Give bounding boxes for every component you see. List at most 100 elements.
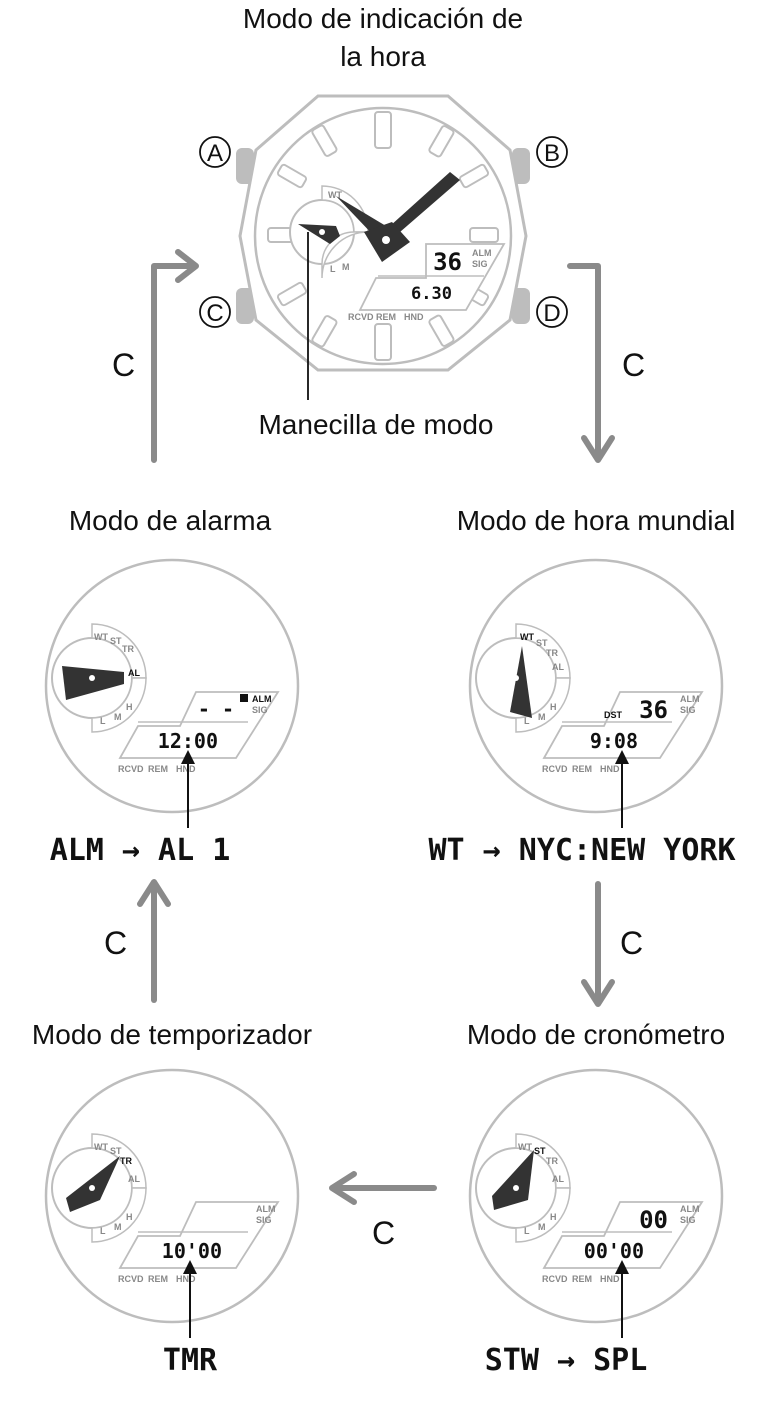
world-lcd-bottom: 9:08 [590,729,638,753]
stopwatch-tag-sig: SIG [680,1215,696,1225]
stopwatch-dial-st: ST [534,1146,546,1156]
world-dial-st: ST [536,638,548,648]
button-a-label: A [207,140,223,167]
alarm-mode-title: Modo de alarma [69,505,272,536]
stopwatch-lcd-bottom: 00'00 [584,1239,644,1263]
main-tag-sig: SIG [472,259,488,269]
world-tag-rem: REM [572,764,592,774]
timer-tag-hnd: HND [176,1274,196,1284]
button-a-knob[interactable] [236,148,254,184]
minute-hand [390,172,460,232]
main-tag-hnd: HND [404,312,424,322]
stopwatch-dial-al: AL [552,1174,564,1184]
timer-dial-st: ST [110,1146,122,1156]
alarm-dial-l: L [100,716,106,726]
timer-tag-rcvd: RCVD [118,1274,144,1284]
flow-arrows [137,249,615,1205]
main-watch: WT L M 36 6.30 ALM SIG RCVD REM HND A B … [199,94,568,440]
stopwatch-dial-tr: TR [546,1156,558,1166]
c-label-left-top: C [112,347,135,383]
stopwatch-dial-l: L [524,1226,530,1236]
world-dial-al: AL [552,662,564,672]
hour-hand [336,196,386,238]
c-label-right-top: C [622,347,645,383]
button-b-knob[interactable] [512,148,530,184]
stopwatch-dial-m: M [538,1222,546,1232]
button-c-knob[interactable] [236,288,254,324]
world-dial-wt: WT [520,632,534,642]
main-tag-alm: ALM [472,248,492,258]
alarm-watch: WT ST TR AL L M H ALM SIG - - 12:00 RCVD… [44,558,300,828]
stopwatch-dial-wt: WT [518,1142,532,1152]
alarm-tag-rem: REM [148,764,168,774]
main-tag-rcvd: RCVD [348,312,374,322]
stopwatch-lcd-top: 00 [639,1206,668,1234]
world-dial-h: H [550,702,557,712]
timer-dial-al: AL [128,1174,140,1184]
timer-dial-wt: WT [94,1142,108,1152]
stopwatch-watch: WT ST TR AL L M H 00 00'00 ALM SIG RCVD … [468,1068,724,1338]
stopwatch-dial-h: H [550,1212,557,1222]
main-lcd-bottom: 6.30 [411,284,452,304]
main-mode-hand [298,224,340,244]
button-d-knob[interactable] [512,288,530,324]
world-tag-hnd: HND [600,764,620,774]
alarm-tag-alm: ALM [252,694,272,704]
stopwatch-tag-rem: REM [572,1274,592,1284]
timer-watch: WT ST TR AL L M H ALM SIG 10'00 RCVD REM… [44,1068,300,1338]
alarm-mode-hand [62,666,124,700]
world-dial-m: M [538,712,546,722]
world-dial-tr: TR [546,648,558,658]
main-lcd [358,243,506,311]
alarm-lcd-top: - - [198,697,234,721]
stopwatch-mode-title: Modo de cronómetro [467,1019,725,1050]
button-b-label: B [544,140,560,167]
world-tag-alm: ALM [680,694,700,704]
c-label-bottom: C [372,1215,395,1251]
arrow-alarm-to-time [151,263,197,463]
alarm-dial-st: ST [110,636,122,646]
timer-mode-title: Modo de temporizador [32,1019,312,1050]
alarm-code: ALM → AL 1 [50,833,231,868]
alarm-dial-m: M [114,712,122,722]
world-mode-hand [510,646,532,718]
alarm-tag-hnd: HND [176,764,196,774]
alarm-dial-al: AL [128,668,140,678]
world-watch: WT ST TR AL L M H DST 36 9:08 ALM SIG RC… [468,558,724,828]
timer-dial-l: L [100,1226,106,1236]
timer-tag-sig: SIG [256,1215,272,1225]
stopwatch-mode-hand [492,1150,534,1210]
timer-tag-rem: REM [148,1274,168,1284]
main-dial-l: L [330,264,336,274]
button-d-label: D [543,300,560,327]
alarm-tag-rcvd: RCVD [118,764,144,774]
mode-hand-label: Manecilla de modo [258,409,493,440]
world-code: WT → NYC:NEW YORK [428,833,735,868]
stopwatch-tag-alm: ALM [680,1204,700,1214]
arrow-time-to-world [567,263,601,461]
title-line-1: Modo de indicación de [243,3,523,34]
c-label-right-mid: C [620,925,643,961]
world-lcd-top: 36 [639,696,668,724]
c-label-left-mid: C [104,925,127,961]
timer-code: TMR [163,1343,218,1378]
timer-tag-alm: ALM [256,1204,276,1214]
main-lcd-top: 36 [433,248,462,276]
stopwatch-code: STW → SPL [485,1343,648,1378]
timer-lcd-bottom: 10'00 [162,1239,222,1263]
stopwatch-tag-rcvd: RCVD [542,1274,568,1284]
world-dial-l: L [524,716,530,726]
alarm-tag-sig: SIG [252,705,268,715]
timer-dial-tr: TR [120,1156,132,1166]
alarm-dial-wt: WT [94,632,108,642]
timer-dial-m: M [114,1222,122,1232]
alarm-dial-tr: TR [122,644,134,654]
button-c-label: C [206,300,223,327]
world-mode-title: Modo de hora mundial [457,505,736,536]
timer-mode-hand [66,1156,120,1212]
alarm-dial-h: H [126,702,133,712]
world-tag-sig: SIG [680,705,696,715]
timer-dial-h: H [126,1212,133,1222]
stopwatch-tag-hnd: HND [600,1274,620,1284]
